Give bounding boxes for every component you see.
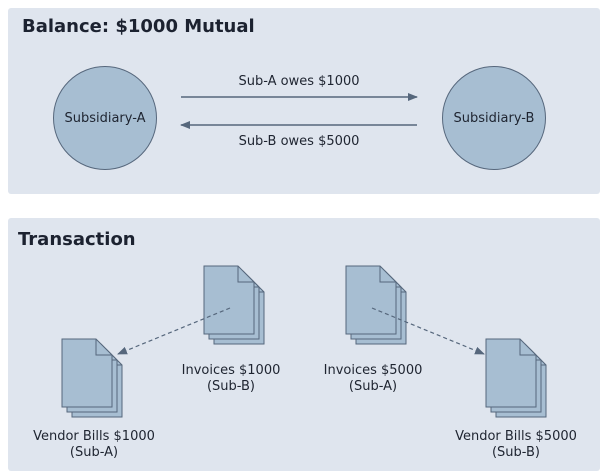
vendor-bills-a-label: Vendor Bills $1000 (Sub-A): [24, 429, 164, 461]
invoices-a-label-line2: (Sub-A): [348, 379, 398, 394]
balance-title: Balance: $1000 Mutual: [22, 16, 255, 37]
transaction-title: Transaction: [18, 229, 136, 250]
invoices-b-document-stack-icon: [203, 265, 265, 345]
arrow-label-a-owes: Sub-A owes $1000: [238, 74, 360, 89]
invoices-a-label-line1: Invoices $5000: [323, 363, 423, 378]
vendor-bills-b-label-line1: Vendor Bills $5000: [455, 429, 577, 444]
vendor-bills-b-label: Vendor Bills $5000 (Sub-B): [446, 429, 586, 461]
dashed-arrow-invoices-a-to-vendor-bills-b: [371, 307, 485, 355]
vendor-bills-a-document-stack-icon: [61, 338, 123, 418]
vendor-bills-b-label-line2: (Sub-B): [491, 445, 541, 460]
invoices-b-label-line1: Invoices $1000: [181, 363, 281, 378]
invoices-b-label-line2: (Sub-B): [206, 379, 256, 394]
invoices-b-label: Invoices $1000 (Sub-B): [171, 363, 291, 395]
invoices-a-label: Invoices $5000 (Sub-A): [313, 363, 433, 395]
invoices-a-document-stack-icon: [345, 265, 407, 345]
arrow-label-b-owes: Sub-B owes $5000: [238, 134, 360, 149]
subsidiary-b-node: Subsidiary-B: [442, 66, 546, 170]
subsidiary-a-node: Subsidiary-A: [53, 66, 157, 170]
vendor-bills-a-label-line1: Vendor Bills $1000: [33, 429, 155, 444]
vendor-bills-b-document-stack-icon: [485, 338, 547, 418]
dashed-arrow-invoices-b-to-vendor-bills-a: [117, 307, 231, 355]
vendor-bills-a-label-line2: (Sub-A): [69, 445, 119, 460]
